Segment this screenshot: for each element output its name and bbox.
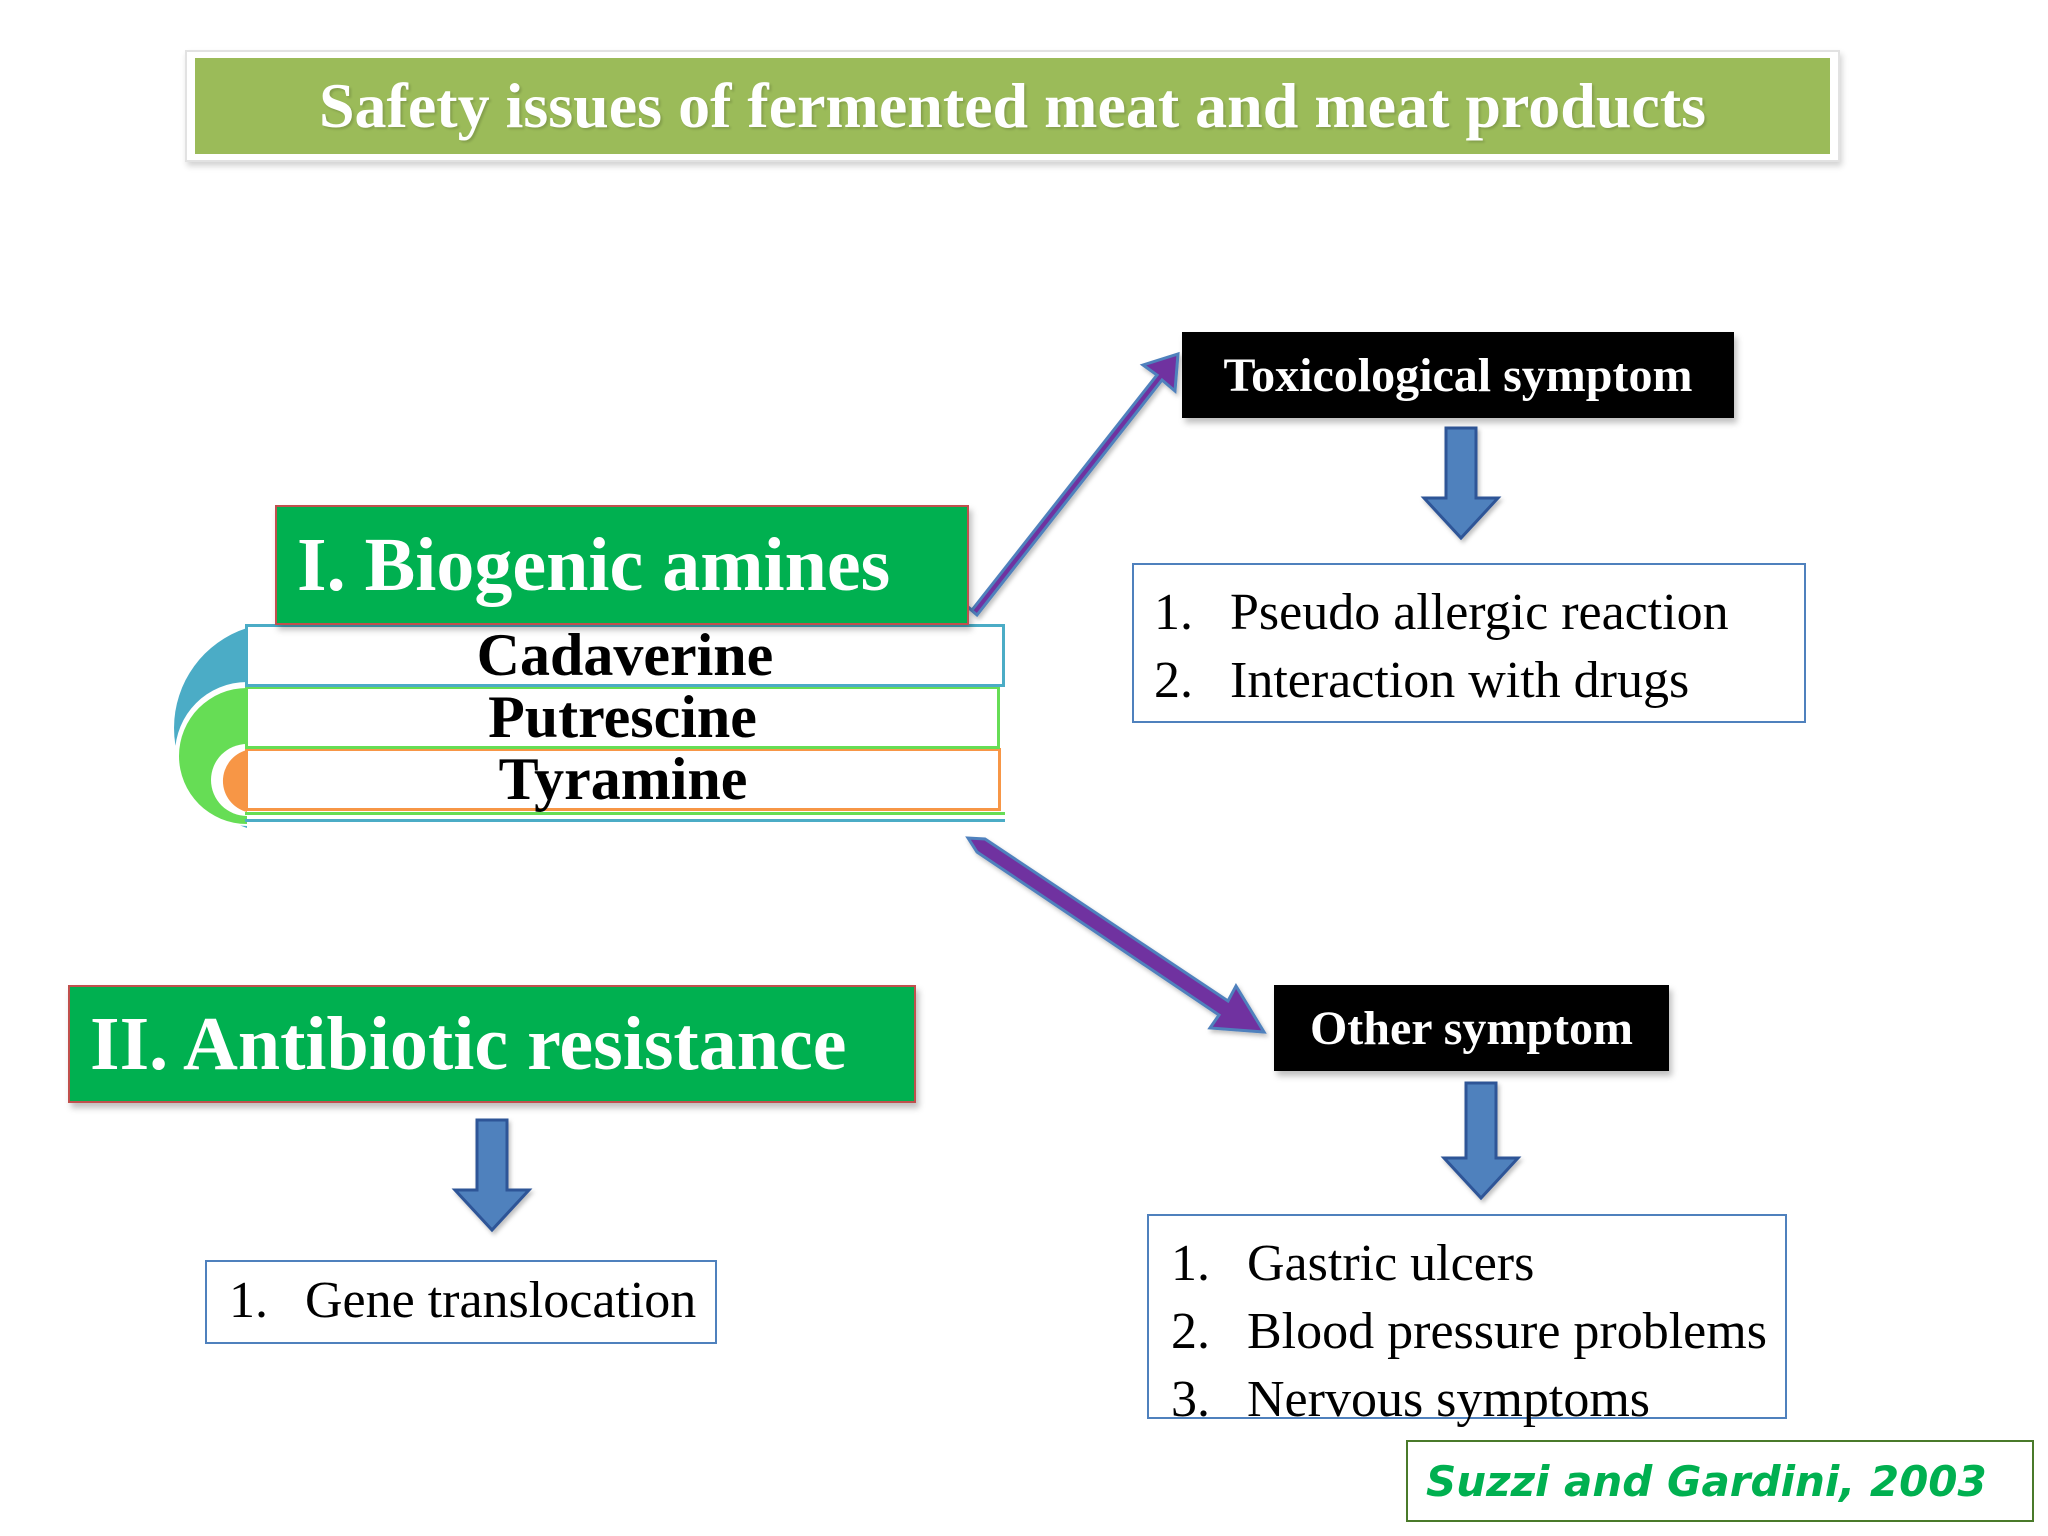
list-item-number: 2. (1154, 652, 1193, 709)
antibiotic-consequence-list: 1. Gene translocation (205, 1260, 717, 1344)
list-item-text: Gastric ulcers (1247, 1235, 1535, 1292)
other-symptom-list: 1. Gastric ulcers 2. Blood pressure prob… (1147, 1214, 1787, 1428)
list-item-text: Interaction with drugs (1230, 652, 1690, 709)
amine-list-base (245, 812, 1005, 822)
list-item: 2. Interaction with drugs (1154, 647, 1804, 715)
list-item-number: 1. (1154, 584, 1193, 641)
list-item-number: 3. (1171, 1371, 1210, 1428)
list-item-number: 2. (1171, 1303, 1210, 1360)
arrow-down-right (965, 836, 1267, 1034)
other-symptom-heading: Other symptom (1274, 985, 1669, 1071)
amine-cadaverine: Cadaverine (245, 622, 1005, 688)
list-item-number: 1. (229, 1272, 268, 1329)
antibiotic-resistance-heading: II. Antibiotic resistance (68, 985, 916, 1103)
arrow-down-other (1440, 1081, 1522, 1201)
list-item: 1. Pseudo allergic reaction (1154, 579, 1804, 647)
amine-putrescine: Putrescine (245, 684, 1000, 750)
arrow-down-toxic (1420, 426, 1502, 541)
list-item: 1. Gene translocation (229, 1267, 715, 1335)
list-item-text: Gene translocation (305, 1272, 697, 1329)
list-item-number: 1. (1171, 1235, 1210, 1292)
toxicological-symptom-heading: Toxicological symptom (1182, 332, 1734, 418)
list-item-text: Pseudo allergic reaction (1230, 584, 1729, 641)
list-item: 3. Nervous symptoms (1171, 1366, 1785, 1434)
list-item-text: Nervous symptoms (1247, 1371, 1650, 1428)
slide-title: Safety issues of fermented meat and meat… (195, 58, 1830, 154)
list-item: 1. Gastric ulcers (1171, 1230, 1785, 1298)
toxicological-symptom-list: 1. Pseudo allergic reaction 2. Interacti… (1132, 563, 1806, 723)
amine-tyramine: Tyramine (245, 746, 1001, 812)
list-item-text: Blood pressure problems (1247, 1303, 1767, 1360)
citation: Suzzi and Gardini, 2003 (1406, 1440, 2034, 1522)
biogenic-amines-heading: I. Biogenic amines (275, 505, 969, 625)
arrow-up-right (962, 351, 1180, 618)
arc-orange-shape (222, 750, 247, 812)
arrow-down-antibiotic (451, 1118, 533, 1233)
list-item: 2. Blood pressure problems (1171, 1298, 1785, 1366)
